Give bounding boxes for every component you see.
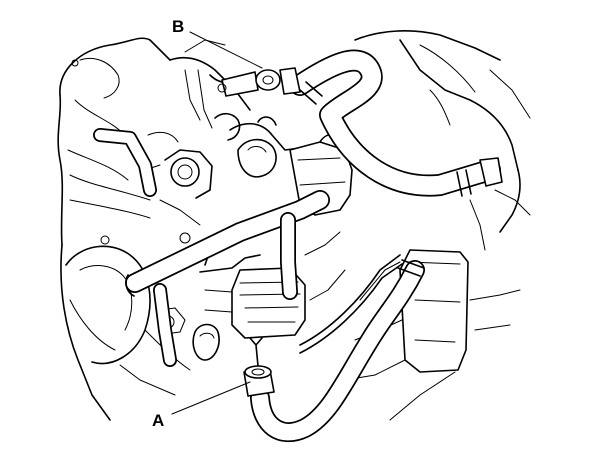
component-a-connector (243, 337, 275, 397)
diagonal-hose (125, 190, 330, 297)
component-b-fitting (217, 67, 301, 97)
callout-a-leader (171, 381, 251, 415)
left-hose (93, 128, 177, 367)
callout-b-label: B (172, 17, 184, 36)
upper-right-hose (289, 49, 503, 197)
callout-b-leader (189, 31, 263, 69)
fuel-pipe (299, 254, 403, 354)
callout-a-label: A (152, 411, 164, 430)
center-vertical-hose (280, 212, 298, 300)
lower-hose (250, 259, 425, 443)
